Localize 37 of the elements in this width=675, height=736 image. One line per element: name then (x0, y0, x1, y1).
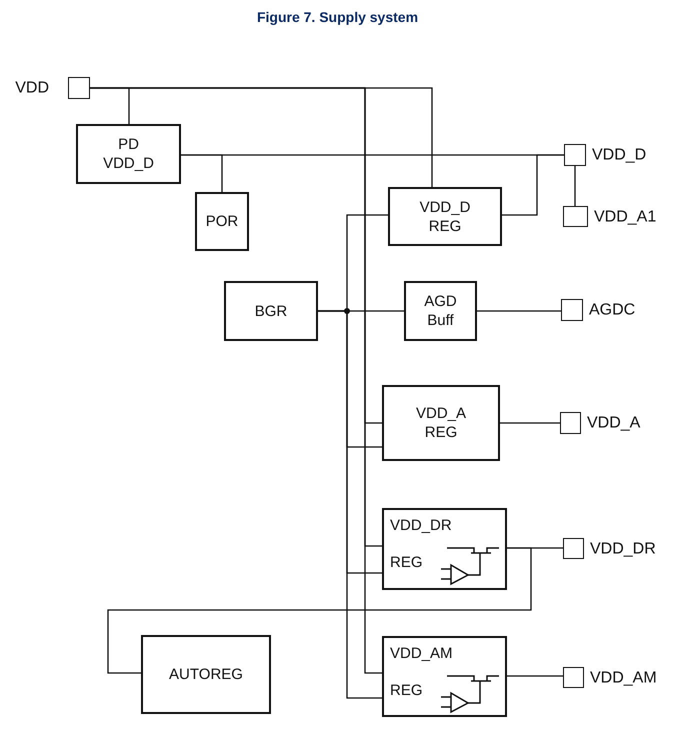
block-label: VDD_A REG (414, 404, 468, 442)
wire (90, 87, 382, 674)
pin-label: VDD_A1 (594, 207, 656, 226)
block-box (382, 385, 500, 461)
block-label: VDD_DR (390, 516, 452, 535)
block-label: AGD Buff (423, 292, 458, 330)
pin-label: VDD (15, 78, 49, 98)
wire (107, 547, 532, 674)
block-label: REG (390, 681, 423, 700)
wire (502, 154, 564, 216)
regulator-block (382, 508, 507, 590)
block-box (76, 124, 181, 184)
wire (181, 154, 223, 192)
block-label: REG (390, 553, 423, 572)
wire (500, 422, 560, 424)
pin-label: VDD_AM (590, 668, 657, 687)
block-label: AUTOREG (168, 665, 244, 684)
pin-label: VDD_DR (590, 539, 656, 558)
block-box (404, 281, 477, 341)
block-box (141, 635, 271, 714)
block-label: VDD_AM (390, 644, 453, 663)
block-box (195, 192, 249, 251)
wire (318, 310, 382, 699)
wire (507, 675, 563, 677)
pin-label: VDD_A (587, 414, 640, 432)
block-label: POR (204, 212, 240, 231)
pin-label: VDD_D (592, 146, 646, 164)
wire (574, 166, 576, 206)
block-box (224, 281, 318, 341)
block-box (388, 187, 502, 246)
block-label: BGR (254, 302, 288, 320)
block-label: VDD_D REG (418, 198, 472, 236)
block-label: PD VDD_D (102, 135, 155, 173)
wire (477, 310, 561, 312)
regulator-block (382, 636, 507, 717)
pin-label: AGDC (589, 300, 636, 320)
figure-title: Figure 7. Supply system (256, 9, 420, 25)
